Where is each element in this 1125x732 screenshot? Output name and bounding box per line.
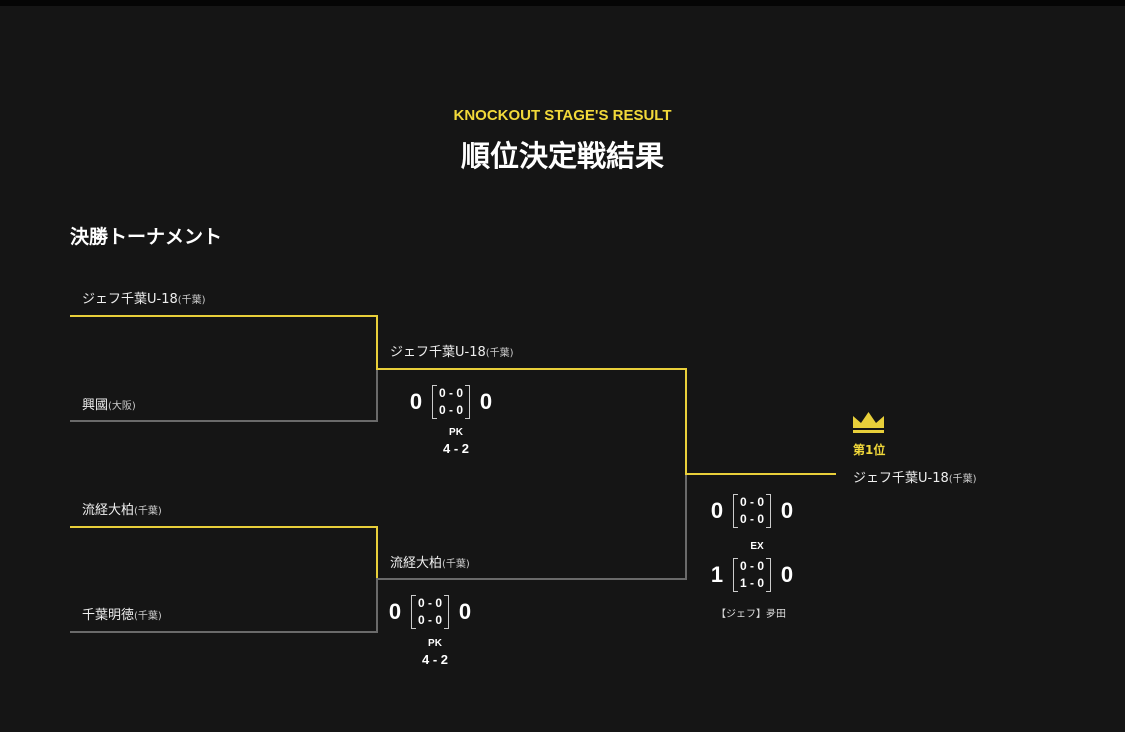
team-pref: (大阪) — [108, 401, 136, 412]
team-r1-3: 流経大柏(千葉) — [82, 499, 162, 518]
score-left: 0 — [388, 599, 402, 624]
team-name: ジェフ千葉U-18 — [853, 471, 949, 486]
score-left: 1 — [710, 562, 724, 587]
rank-label: 第1位 — [853, 443, 886, 457]
champion-team: ジェフ千葉U-18(千葉) — [853, 467, 977, 486]
team-pref: (千葉) — [134, 506, 162, 517]
goal-scorer: 【ジェフ】夛田 — [716, 609, 786, 620]
team-semi-1: ジェフ千葉U-18(千葉) — [390, 341, 514, 360]
score-final-extra: 1 0 - 0 1 - 0 0 — [706, 558, 798, 592]
bracket-line — [685, 474, 687, 580]
bracket-line — [685, 473, 836, 475]
crown-icon — [853, 412, 884, 438]
second-half: 0 - 0 — [439, 403, 464, 417]
second-half: 0 - 0 — [418, 613, 443, 627]
team-name: ジェフ千葉U-18 — [82, 292, 178, 307]
team-name: 興國 — [82, 398, 109, 413]
bracket-line — [70, 315, 378, 317]
team-pref: (千葉) — [485, 348, 514, 359]
bracket-line — [70, 420, 378, 422]
score-left: 0 — [409, 389, 423, 414]
page-title: 順位決定戦結果 — [460, 139, 664, 173]
bracket-line — [70, 631, 378, 633]
score-semi-1: 0 0 - 0 0 - 0 0 — [405, 385, 497, 419]
pk-score: 4 - 2 — [442, 441, 469, 456]
half-scores: 0 - 0 0 - 0 — [411, 595, 450, 629]
pk-label: PK — [449, 427, 463, 438]
score-right: 0 — [780, 498, 794, 523]
score-right: 0 — [780, 562, 794, 587]
extra-scores: 0 - 0 1 - 0 — [733, 558, 772, 592]
bracket-line — [70, 526, 378, 528]
extra-second: 1 - 0 — [740, 576, 765, 590]
top-bar — [0, 0, 1125, 6]
first-half: 0 - 0 — [418, 596, 443, 610]
bracket-line — [376, 315, 378, 369]
page-subtitle: KNOCKOUT STAGE'S RESULT — [453, 107, 672, 124]
score-right: 0 — [479, 389, 493, 414]
second-half: 0 - 0 — [740, 512, 765, 526]
team-pref: (千葉) — [177, 295, 206, 306]
team-name: ジェフ千葉U-18 — [390, 345, 486, 360]
score-semi-2: 0 0 - 0 0 - 0 0 — [384, 595, 476, 629]
bracket-line — [685, 368, 687, 474]
ex-label: EX — [750, 541, 764, 552]
bracket-line — [376, 579, 378, 633]
first-half: 0 - 0 — [740, 495, 765, 509]
extra-first: 0 - 0 — [740, 559, 765, 573]
first-half: 0 - 0 — [439, 386, 464, 400]
half-scores: 0 - 0 0 - 0 — [733, 494, 772, 528]
team-name: 流経大柏 — [390, 556, 443, 571]
score-final: 0 0 - 0 0 - 0 0 — [706, 494, 798, 528]
team-name: 千葉明徳 — [82, 608, 135, 623]
pk-label: PK — [428, 638, 442, 649]
bracket-line — [376, 369, 378, 422]
team-pref: (千葉) — [134, 611, 162, 622]
bracket-line — [376, 526, 378, 579]
score-left: 0 — [710, 498, 724, 523]
section-title: 決勝トーナメント — [70, 226, 223, 248]
half-scores: 0 - 0 0 - 0 — [432, 385, 471, 419]
team-name: 流経大柏 — [82, 503, 135, 518]
team-r1-2: 興國(大阪) — [82, 394, 136, 413]
team-r1-4: 千葉明徳(千葉) — [82, 604, 162, 623]
pk-score: 4 - 2 — [421, 652, 448, 667]
team-r1-1: ジェフ千葉U-18(千葉) — [82, 288, 206, 307]
bracket-line — [376, 368, 687, 370]
bracket-line — [376, 578, 687, 580]
team-semi-2: 流経大柏(千葉) — [390, 552, 470, 571]
score-right: 0 — [458, 599, 472, 624]
team-pref: (千葉) — [442, 559, 470, 570]
team-pref: (千葉) — [948, 474, 977, 485]
